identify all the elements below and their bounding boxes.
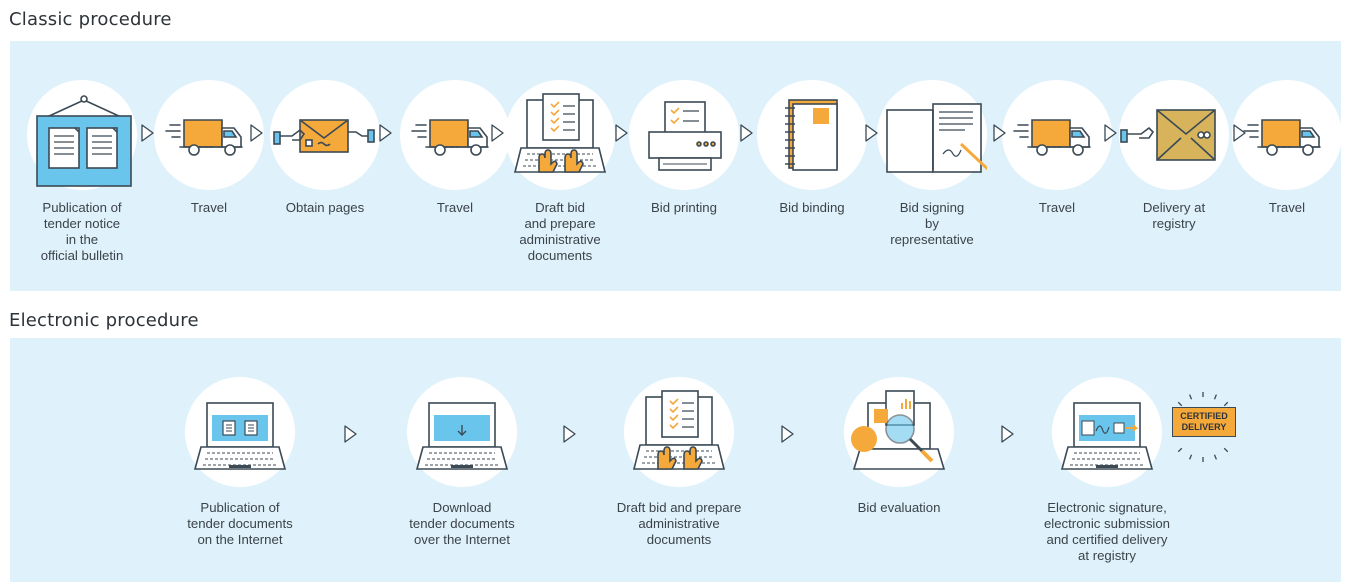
step-label-line: Travel: [1038, 200, 1076, 215]
flow-arrow-icon: [992, 123, 1008, 143]
step-label-line: tender notice: [43, 216, 121, 231]
step-label-line: tender documents: [187, 516, 293, 531]
flow-arrow-icon: [562, 424, 578, 444]
step-label-line: representative: [890, 232, 974, 247]
flow-arrow-icon: [864, 123, 880, 143]
step-label-line: Travel: [1268, 200, 1306, 215]
printer-icon: [629, 80, 739, 190]
step-label-line: Draft bid and prepare: [616, 500, 742, 515]
step-label: Obtain pages: [250, 200, 400, 216]
step-label-line: Download: [432, 500, 492, 515]
step-label: Travel: [1212, 200, 1348, 216]
step-label-line: by: [925, 216, 939, 231]
envelope-handover-icon: [270, 80, 380, 190]
step-label: Travel: [982, 200, 1132, 216]
laptop-typing-icon: [624, 377, 734, 487]
classic-procedure-title: Classic procedure: [9, 9, 172, 30]
step-label-line: administrative: [638, 516, 720, 531]
flow-arrow-icon: [343, 424, 359, 444]
step-label-line: documents: [527, 248, 593, 263]
laptop-download-icon: [407, 377, 517, 487]
sparkle-icon: [1165, 389, 1241, 465]
step-label-line: at registry: [1078, 548, 1136, 563]
step-label-line: Delivery at: [1142, 200, 1206, 215]
flow-arrow-icon: [780, 424, 796, 444]
flow-arrow-icon: [614, 123, 630, 143]
step-label-line: over the Internet: [413, 532, 511, 547]
flow-arrow-icon: [1103, 123, 1119, 143]
flow-arrow-icon: [739, 123, 755, 143]
step-label-line: tender documents: [409, 516, 515, 531]
step-label: Electronic signature,electronic submissi…: [1032, 500, 1182, 564]
step-label-line: Obtain pages: [285, 200, 365, 215]
flow-arrow-icon: [490, 123, 506, 143]
truck-icon: [154, 80, 264, 190]
truck-icon: [400, 80, 510, 190]
step-label-line: electronic submission: [1043, 516, 1171, 531]
flow-arrow-icon: [249, 123, 265, 143]
truck-icon: [1002, 80, 1112, 190]
step-label-line: and prepare: [524, 216, 596, 231]
step-label: Bid evaluation: [824, 500, 974, 516]
step-label-line: Bid printing: [651, 200, 717, 215]
flow-arrow-icon: [1232, 123, 1248, 143]
certified-delivery-icon: [1052, 377, 1162, 487]
step-label-line: Draft bid: [535, 200, 585, 215]
laptop-publication-icon: [185, 377, 295, 487]
step-label-line: Travel: [436, 200, 474, 215]
truck-icon: [1232, 80, 1342, 190]
flow-arrow-icon: [1000, 424, 1016, 444]
step-label-line: Bid signing: [899, 200, 965, 215]
badge-line: DELIVERY: [1181, 422, 1227, 432]
notice-board-icon: [27, 80, 137, 190]
flow-arrow-icon: [140, 123, 156, 143]
laptop-typing-icon: [505, 80, 615, 190]
step-label: Travel: [380, 200, 530, 216]
badge-line: CERTIFIED: [1180, 411, 1228, 421]
step-label-line: documents: [646, 532, 712, 547]
envelope-delivery-icon: [1119, 80, 1229, 190]
step-label-line: registry: [1152, 216, 1196, 231]
flow-arrow-icon: [378, 123, 394, 143]
step-label-line: Travel: [190, 200, 228, 215]
step-label-line: on the Internet: [197, 532, 283, 547]
step-label-line: Electronic signature,: [1047, 500, 1167, 515]
step-label: Bid binding: [737, 200, 887, 216]
step-label-line: in the: [65, 232, 99, 247]
electronic-procedure-title: Electronic procedure: [9, 310, 199, 331]
binder-icon: [757, 80, 867, 190]
step-label-line: and certified delivery: [1046, 532, 1168, 547]
signing-pen-icon: [877, 80, 987, 190]
step-label-line: Publication of: [200, 500, 280, 515]
step-label-line: Publication of: [42, 200, 122, 215]
step-label-line: administrative: [519, 232, 601, 247]
step-label-line: Bid binding: [779, 200, 845, 215]
step-label: Travel: [134, 200, 284, 216]
step-label-line: official bulletin: [40, 248, 124, 263]
step-label: Bid printing: [609, 200, 759, 216]
magnifier-evaluation-icon: [844, 377, 954, 487]
step-label-line: Bid evaluation: [857, 500, 941, 515]
